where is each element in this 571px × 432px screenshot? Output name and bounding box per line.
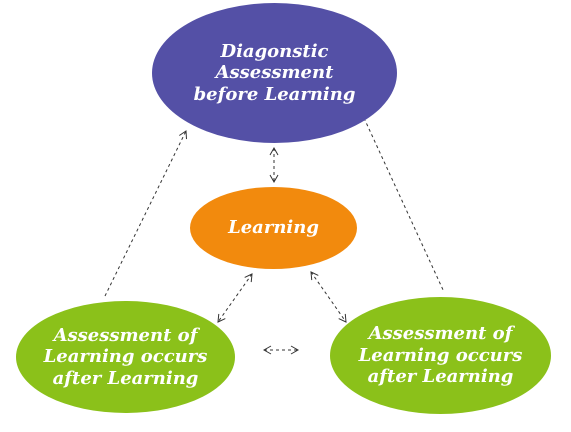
node-learning: Learning <box>190 187 357 269</box>
node-diagnostic-assessment: Diagonstic Assessment before Learning <box>152 3 397 143</box>
node-diagnostic-label: Diagonstic Assessment before Learning <box>193 40 356 105</box>
node-assessment-right-label: Assessment of Learning occurs after Lear… <box>358 323 523 388</box>
node-assessment-left: Assessment of Learning occurs after Lear… <box>16 301 235 413</box>
node-assessment-left-label: Assessment of Learning occurs after Lear… <box>43 324 208 389</box>
node-learning-label: Learning <box>228 217 319 239</box>
node-assessment-right: Assessment of Learning occurs after Lear… <box>330 297 551 414</box>
connector-diagnostic-to-right <box>363 117 445 293</box>
connector-learning-left <box>217 273 253 323</box>
connector-learning-right <box>310 271 347 323</box>
connector-left-to-diagnostic <box>104 130 188 297</box>
